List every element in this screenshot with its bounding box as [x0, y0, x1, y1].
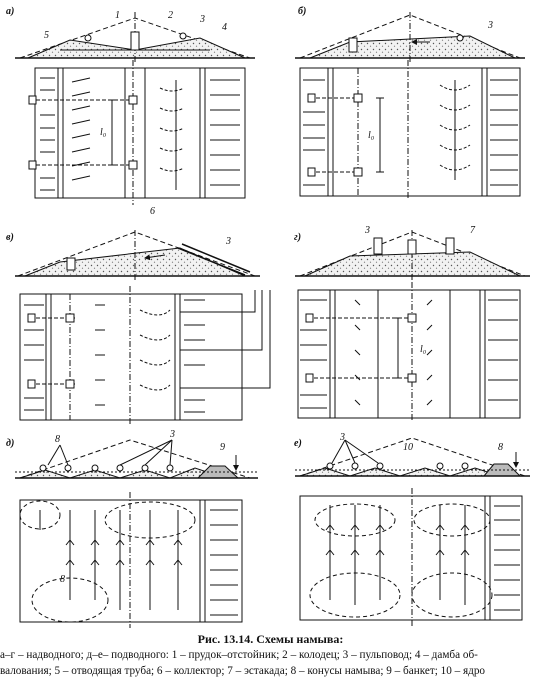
panel-a-section — [15, 12, 255, 62]
panel-a-number-2: 2 — [168, 10, 173, 21]
panel-v-plan — [19, 286, 271, 425]
panel-g: г) — [294, 225, 530, 422]
panel-e-number-10: 10 — [403, 442, 413, 453]
panel-b-section — [295, 12, 525, 62]
panel-a-plan — [28, 60, 246, 205]
panel-d: д) — [6, 429, 258, 628]
panel-v-letter: в) — [6, 232, 14, 243]
panel-b-dim-label: l₀ — [368, 130, 375, 141]
panel-d-number-8-top: 8 — [55, 434, 60, 445]
panel-d-number-9: 9 — [220, 442, 225, 453]
panel-a: а) — [6, 6, 255, 217]
namyv-schemes-figure: а) — [6, 6, 530, 628]
panel-a-number-6: 6 — [150, 206, 155, 217]
panel-e-letter: е) — [294, 438, 302, 449]
panel-g-letter: г) — [294, 232, 301, 243]
caption-line-2: валования; 5 – отводящая труба; 6 – колл… — [0, 665, 486, 677]
panel-a-number-3: 3 — [199, 14, 205, 25]
panel-g-section — [295, 230, 530, 280]
panel-d-number-8-plan: 8 — [60, 574, 65, 585]
panel-e-plan — [299, 488, 523, 626]
panel-a-number-5: 5 — [44, 30, 49, 41]
panel-d-plan — [19, 492, 243, 628]
panel-b-letter: б) — [298, 6, 306, 17]
panel-v-section — [15, 230, 260, 280]
panel-a-dim-label: l₀ — [100, 127, 107, 138]
panel-g-number-7: 7 — [470, 225, 476, 236]
panel-a-number-1: 1 — [115, 10, 120, 21]
panel-d-number-3: 3 — [169, 429, 175, 440]
panel-v: в) — [6, 230, 271, 425]
panel-v-number-3: 3 — [225, 236, 231, 247]
panel-d-section — [15, 439, 258, 479]
panel-b-plan — [299, 60, 521, 200]
panel-e: е) — [294, 432, 530, 626]
panel-e-section — [295, 437, 530, 477]
panel-d-letter: д) — [6, 438, 14, 449]
panel-e-number-8: 8 — [498, 442, 503, 453]
panel-e-number-3: 3 — [339, 432, 345, 443]
panel-g-number-3: 3 — [364, 225, 370, 236]
panel-g-plan — [297, 282, 521, 422]
panel-a-number-4: 4 — [222, 22, 227, 33]
panel-g-dim-label: l₀ — [420, 344, 427, 355]
panel-b: б) — [295, 6, 525, 200]
panel-a-letter: а) — [6, 6, 14, 17]
caption-line-1: а–г – надводного; д–е– подводного: 1 – п… — [0, 649, 478, 661]
panel-b-number-3: 3 — [487, 20, 493, 31]
caption-title: Рис. 13.14. Схемы намыва: — [197, 632, 344, 646]
